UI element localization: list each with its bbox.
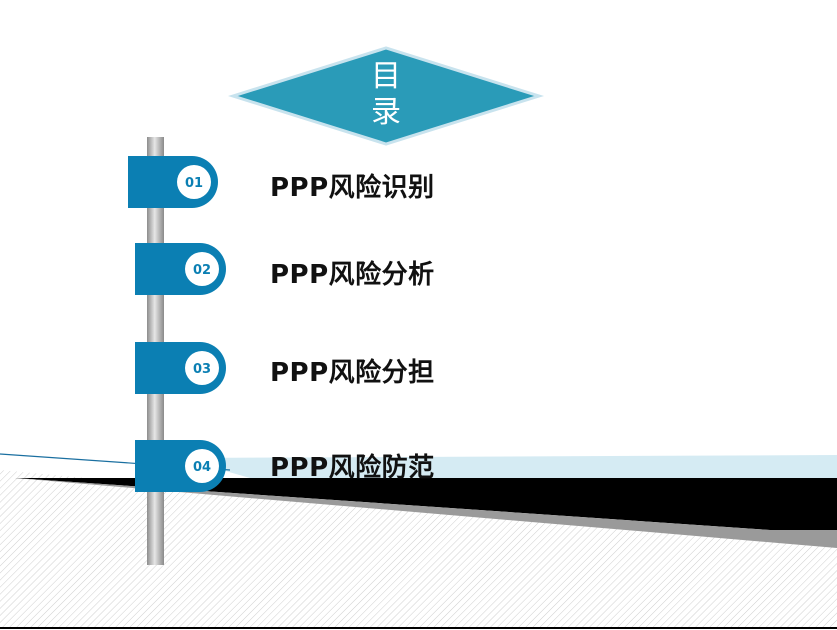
hatched-floor (0, 470, 837, 628)
toc-tab-01 (128, 156, 218, 208)
title-diamond (227, 46, 545, 146)
gray-band (15, 478, 837, 548)
toc-label-03[interactable]: PPP风险分担 (270, 358, 435, 388)
toc-number-01: 01 (185, 176, 203, 191)
toc-label-01[interactable]: PPP风险识别 (270, 173, 435, 203)
title-char-1: 目 (371, 59, 401, 94)
toc-number-04: 04 (193, 460, 211, 475)
toc-number-02: 02 (193, 263, 211, 278)
black-band (15, 478, 837, 530)
toc-tab-03 (135, 342, 226, 394)
title-char-2: 录 (371, 95, 401, 130)
toc-tab-04 (135, 440, 226, 492)
toc-label-02[interactable]: PPP风险分析 (270, 260, 435, 290)
toc-label-04[interactable]: PPP风险防范 (270, 453, 435, 483)
light-blue-band (180, 455, 837, 478)
toc-tab-02 (135, 243, 226, 295)
toc-number-03: 03 (193, 362, 211, 377)
